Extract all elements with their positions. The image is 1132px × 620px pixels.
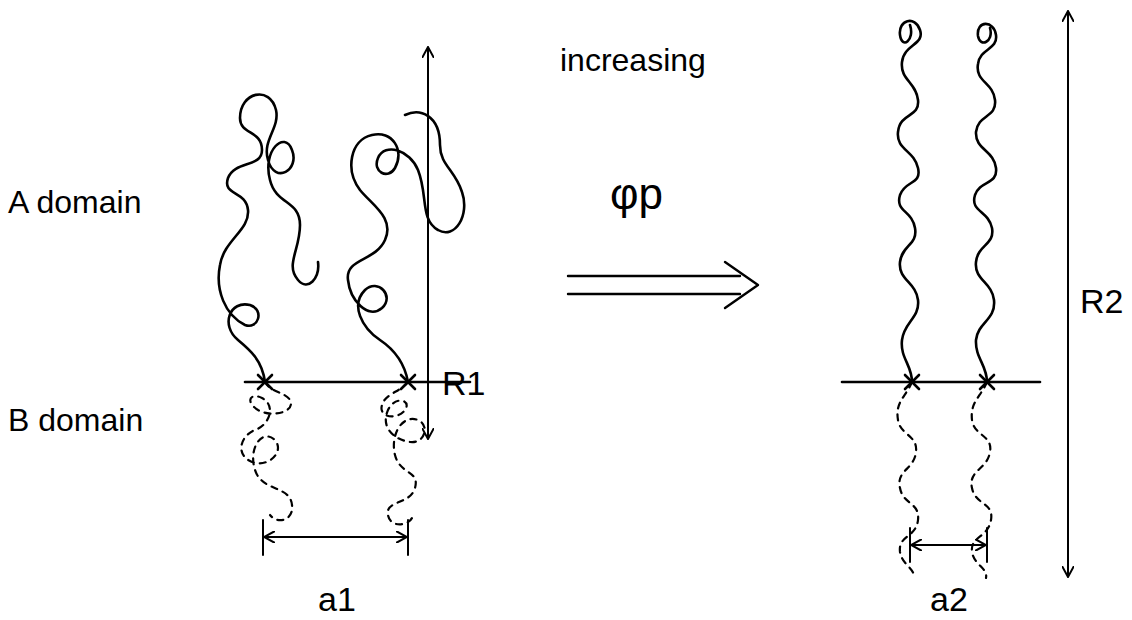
dimension-label: a1 [318, 582, 356, 616]
domain-label: B domain [8, 404, 143, 436]
variable-label: φp [610, 172, 663, 216]
dimension-tick [263, 520, 408, 555]
interface-line [245, 381, 470, 384]
a-block-chain [348, 113, 464, 382]
b-block-chain [241, 382, 292, 520]
dimension-tick [910, 528, 987, 562]
dimension-label: R1 [442, 366, 485, 400]
b-block-chain [971, 382, 991, 578]
dimension-arrow [265, 536, 406, 538]
process-arrow [568, 262, 758, 308]
junction-mark [258, 375, 415, 389]
domain-label: A domain [8, 186, 141, 218]
a-block-chain [974, 24, 996, 382]
junction-mark [905, 375, 994, 389]
b-block-chain [897, 382, 918, 578]
dimension-arrow [912, 544, 985, 546]
interface-line [842, 381, 1040, 384]
dimension-arrow [427, 48, 429, 438]
b-block-chain [381, 382, 424, 524]
dimension-label: a2 [930, 582, 968, 616]
a-block-chain [219, 94, 318, 382]
a-block-chain [898, 21, 921, 382]
dimension-label: R2 [1080, 284, 1123, 318]
dimension-arrow [1067, 12, 1069, 576]
process-label: increasing [560, 44, 706, 76]
